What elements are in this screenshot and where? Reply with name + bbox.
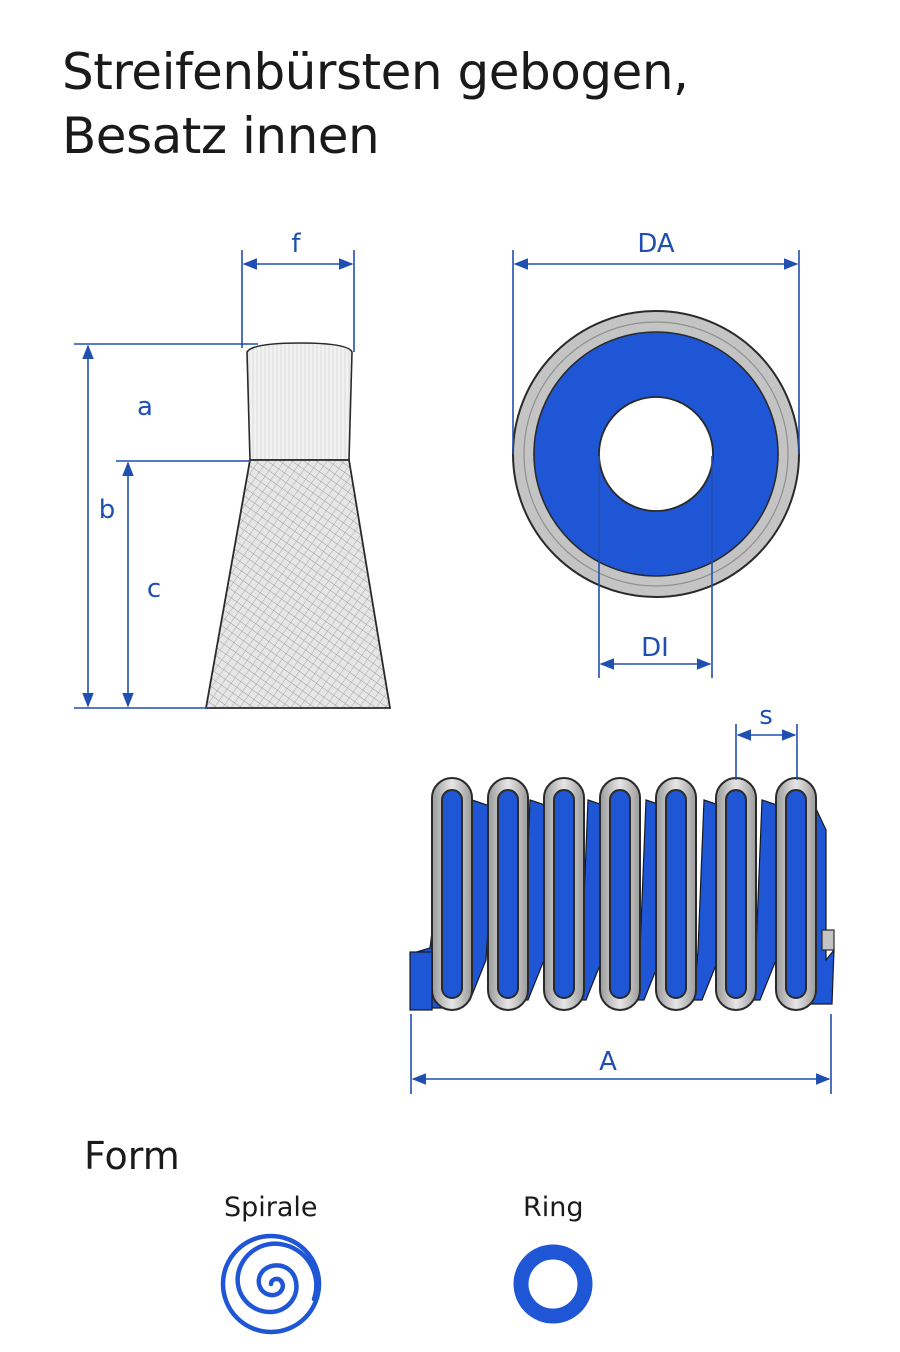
holder-section [204, 459, 392, 709]
form-section-title: Form [84, 1134, 180, 1178]
spring-coil-3 [543, 777, 585, 1011]
ring-icon [513, 1244, 593, 1324]
dimension-DI: DI [598, 456, 713, 678]
ring-top-view [512, 310, 800, 598]
dimension-a-b-c: a b c [74, 343, 258, 709]
dimension-A: A [410, 1014, 832, 1094]
dimension-DA: DA [512, 229, 800, 454]
spring-coil-4 [599, 777, 641, 1011]
brush-profile [204, 342, 392, 709]
dimension-label-b: b [99, 495, 116, 525]
dimension-label-DA: DA [637, 229, 675, 259]
spring-coil-6 [715, 777, 757, 1011]
dimension-label-c: c [147, 574, 161, 604]
title-line-1: Streifenbürsten gebogen, [62, 43, 689, 101]
title-line-2: Besatz innen [62, 107, 380, 165]
spring-coil-2 [487, 777, 529, 1011]
dimension-label-f: f [291, 229, 301, 259]
spiral-icon [220, 1233, 322, 1335]
spring-side-view [409, 777, 835, 1011]
dimension-label-a: a [137, 392, 153, 422]
dimension-label-s: s [759, 701, 773, 731]
form-option-ring-label: Ring [523, 1192, 584, 1223]
spring-coil-1 [431, 777, 473, 1011]
dimension-label-A: A [599, 1047, 617, 1077]
dimension-s: s [735, 701, 798, 780]
page-title: Streifenbürsten gebogen, Besatz innen [62, 40, 689, 168]
spring-coil-5 [655, 777, 697, 1011]
dimension-f: f [241, 229, 355, 352]
dimension-label-DI: DI [641, 633, 669, 663]
form-option-spirale-label: Spirale [224, 1192, 318, 1223]
bristle-section [246, 342, 353, 461]
spring-coil-7 [775, 777, 817, 1011]
